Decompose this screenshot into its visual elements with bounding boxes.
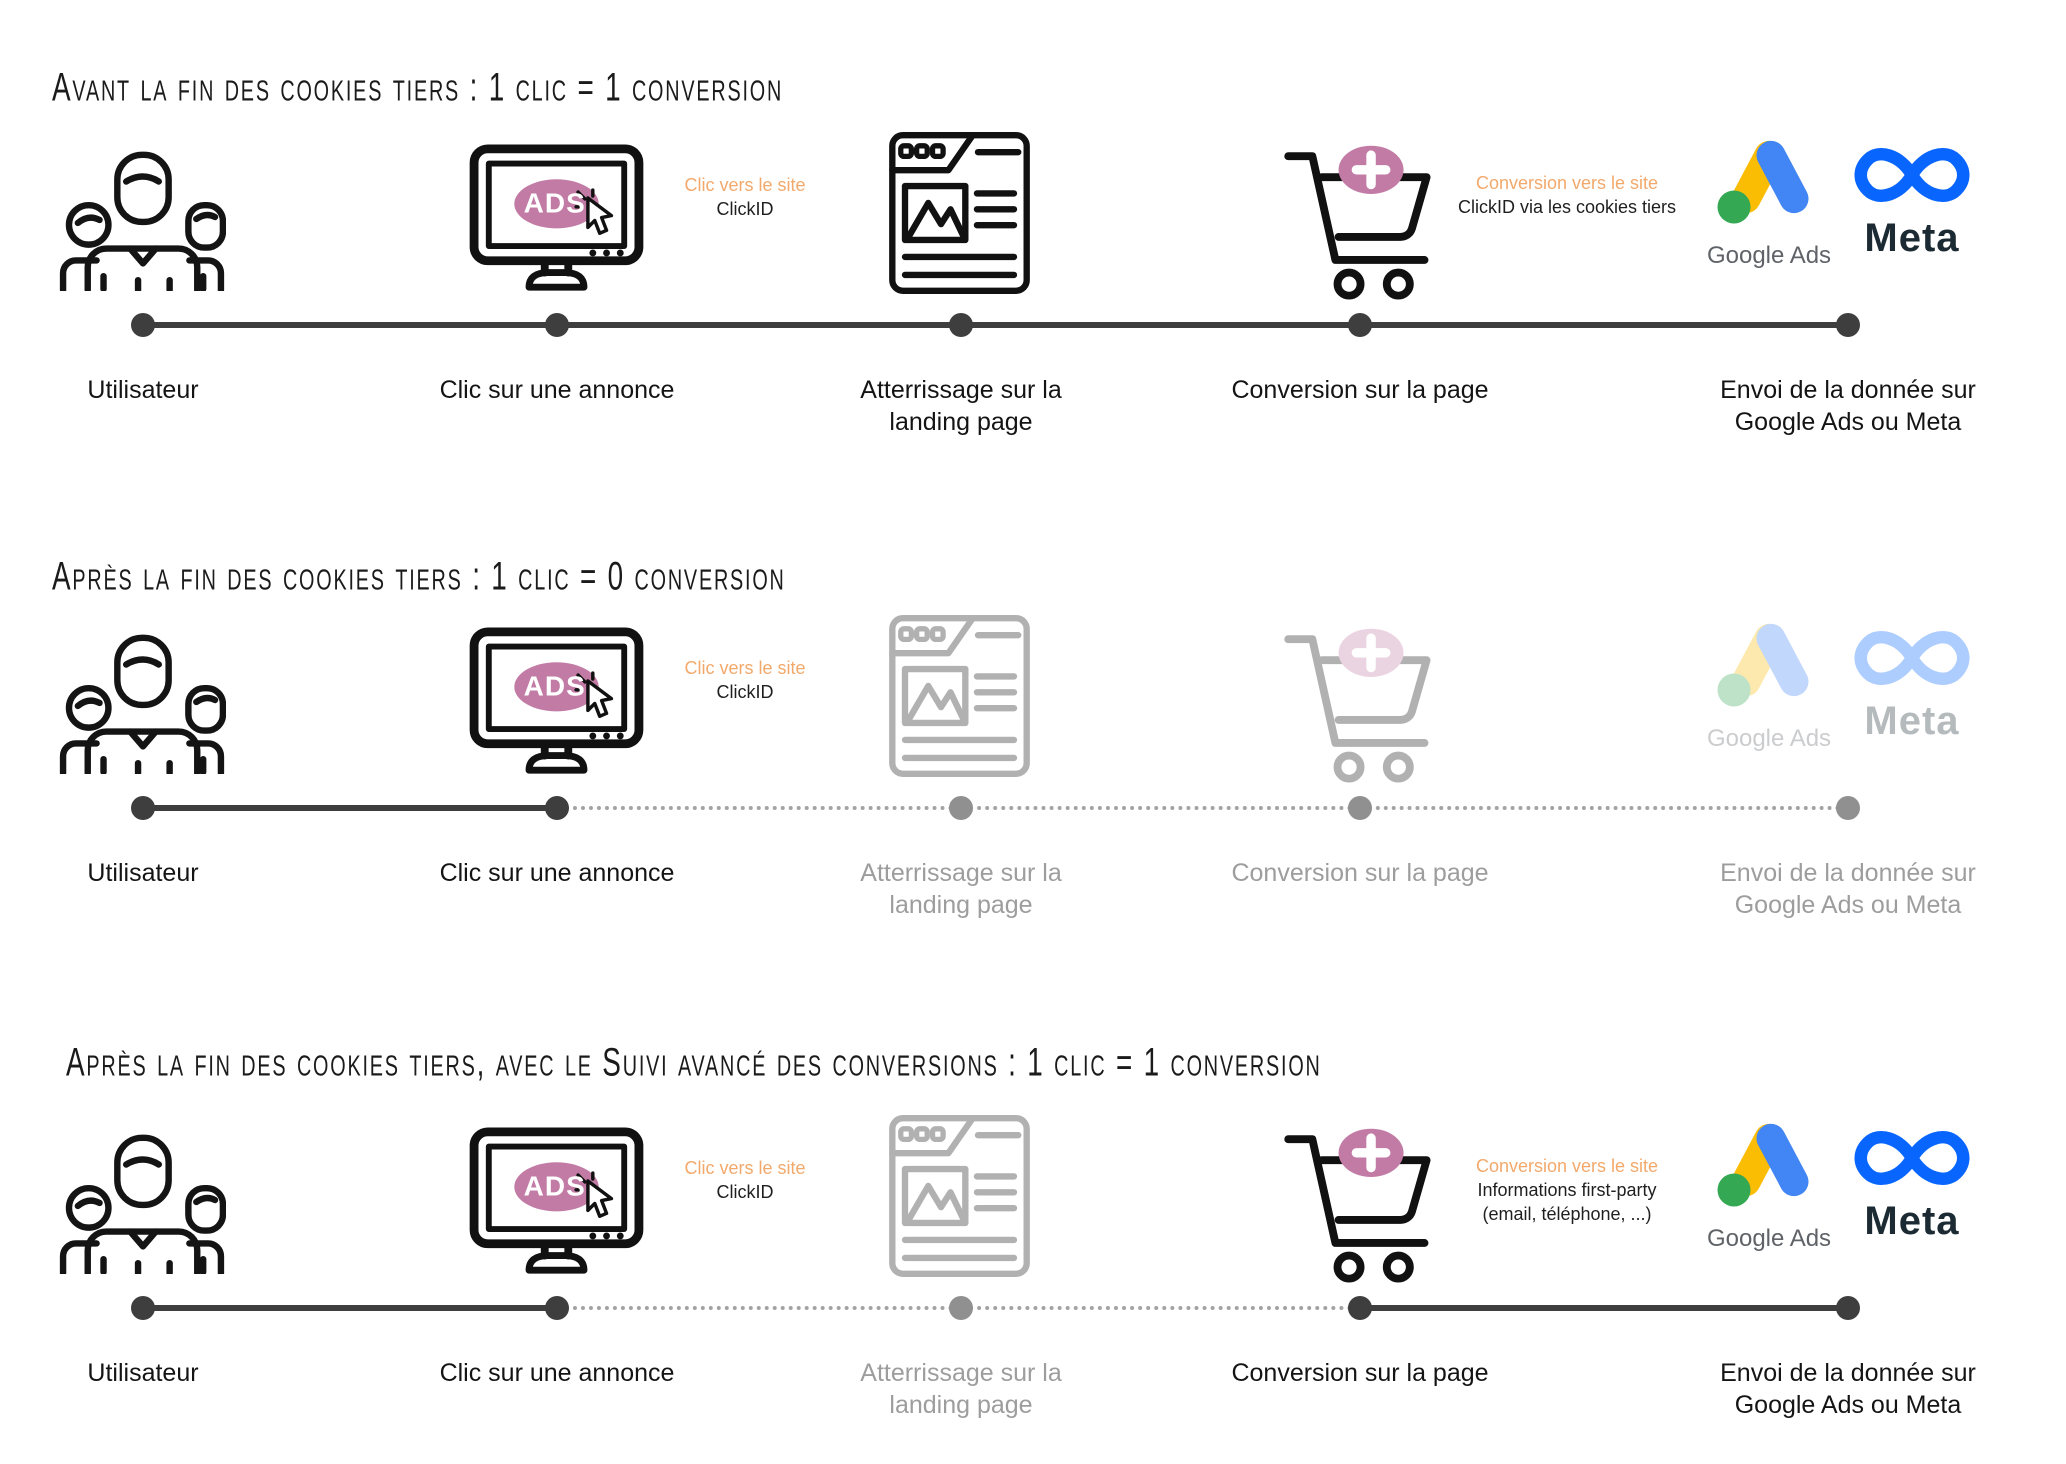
timeline-node-muted <box>1348 796 1372 820</box>
timeline-node <box>1348 313 1372 337</box>
meta-wordmark: Meta <box>1864 1199 1960 1243</box>
timeline-segment-dotted <box>961 1306 1360 1310</box>
annotation-conversion-title: Conversion vers le site <box>1475 1156 1659 1176</box>
annotation-click-title: Clic vers le site <box>684 175 806 195</box>
timeline-node <box>949 313 973 337</box>
google-ads-wordmark: Google Ads <box>1706 725 1832 752</box>
meta-logo: Meta <box>1846 1113 1978 1244</box>
step-label-landing-muted: Atterrissage sur la landing page <box>860 859 1062 919</box>
step-label-landing-muted: Atterrissage sur la landing page <box>860 1359 1062 1419</box>
row-title: Après la fin des cookies tiers : 1 clic … <box>52 552 786 599</box>
annotation-click-detail: ClickID <box>716 1182 774 1202</box>
step-label-user: Utilisateur <box>87 859 199 887</box>
timeline-segment-dotted <box>1360 806 1848 810</box>
row-title: Après la fin des cookies tiers, avec le … <box>66 1038 1322 1085</box>
timeline-segment-dotted <box>961 806 1360 810</box>
meta-wordmark: Meta <box>1864 216 1960 260</box>
step-label-send-data: Envoi de la donnée sur Google Ads ou Met… <box>1720 376 1976 436</box>
landing-page-icon-muted <box>888 1114 1031 1278</box>
meta-wordmark: Meta <box>1864 699 1960 743</box>
annotation-conversion: Conversion vers le site ClickID via les … <box>1448 171 1686 219</box>
step-label-conversion-muted: Conversion sur la page <box>1231 859 1489 887</box>
timeline-segment-dotted <box>557 806 961 810</box>
timeline-node-muted <box>1836 796 1860 820</box>
annotation-conversion-first-party: Conversion vers le site Informations fir… <box>1448 1154 1686 1226</box>
annotation-conversion-title: Conversion vers le site <box>1475 173 1659 193</box>
annotation-click-detail: ClickID <box>716 682 774 702</box>
timeline-node <box>131 796 155 820</box>
step-label-click: Clic sur une annonce <box>439 376 675 404</box>
google-ads-logo-muted: Google Ads <box>1705 615 1833 753</box>
step-label-send-data: Envoi de la donnée sur Google Ads ou Met… <box>1720 1359 1976 1419</box>
ad-monitor-icon: ADS <box>468 1126 645 1283</box>
ads-badge: ADS <box>523 187 586 219</box>
timeline-segment-dotted <box>557 1306 961 1310</box>
annotation-click: Clic vers le site ClickID <box>625 173 865 221</box>
ads-badge: ADS <box>523 1170 586 1202</box>
timeline-node-muted <box>949 1296 973 1320</box>
cart-conversion-icon <box>1283 1117 1435 1283</box>
timeline-segment <box>143 1305 557 1311</box>
annotation-conversion-detail: Informations first-party (email, télépho… <box>1477 1180 1657 1224</box>
ad-monitor-icon: ADS <box>468 626 645 783</box>
annotation-click: Clic vers le site ClickID <box>625 1156 865 1204</box>
timeline-segment <box>143 805 557 811</box>
timeline-node <box>545 313 569 337</box>
timeline-node <box>1348 1296 1372 1320</box>
timeline-segment <box>1360 322 1848 328</box>
annotation-click: Clic vers le site ClickID <box>625 656 865 704</box>
step-label-click: Clic sur une annonce <box>439 1359 675 1387</box>
timeline-node <box>1836 313 1860 337</box>
row-title: Avant la fin des cookies tiers : 1 clic … <box>52 63 784 110</box>
google-ads-logo: Google Ads <box>1705 1115 1833 1253</box>
ad-monitor-icon: ADS <box>468 143 645 300</box>
meta-logo-muted: Meta <box>1846 613 1978 744</box>
annotation-click-title: Clic vers le site <box>684 1158 806 1178</box>
timeline-node <box>131 313 155 337</box>
timeline-segment <box>557 322 961 328</box>
timeline-node <box>545 796 569 820</box>
step-label-click: Clic sur une annonce <box>439 859 675 887</box>
timeline-node <box>545 1296 569 1320</box>
timeline-segment <box>1360 1305 1848 1311</box>
step-label-send-data-muted: Envoi de la donnée sur Google Ads ou Met… <box>1720 859 1976 919</box>
timeline-node <box>131 1296 155 1320</box>
users-icon <box>58 1126 226 1274</box>
google-ads-wordmark: Google Ads <box>1706 1225 1832 1252</box>
annotation-click-title: Clic vers le site <box>684 658 806 678</box>
google-ads-logo: Google Ads <box>1705 132 1833 270</box>
google-ads-wordmark: Google Ads <box>1706 242 1832 269</box>
timeline-segment <box>143 322 557 328</box>
step-label-user: Utilisateur <box>87 1359 199 1387</box>
timeline-node <box>1836 1296 1860 1320</box>
annotation-click-detail: ClickID <box>716 199 774 219</box>
step-label-conversion: Conversion sur la page <box>1231 376 1489 404</box>
timeline-node-muted <box>949 796 973 820</box>
annotation-conversion-detail: ClickID via les cookies tiers <box>1457 197 1677 217</box>
step-label-landing: Atterrissage sur la landing page <box>860 376 1062 436</box>
ads-badge: ADS <box>523 670 586 702</box>
timeline-segment <box>961 322 1360 328</box>
step-label-user: Utilisateur <box>87 376 199 404</box>
step-label-conversion: Conversion sur la page <box>1231 1359 1489 1387</box>
meta-logo: Meta <box>1846 130 1978 261</box>
